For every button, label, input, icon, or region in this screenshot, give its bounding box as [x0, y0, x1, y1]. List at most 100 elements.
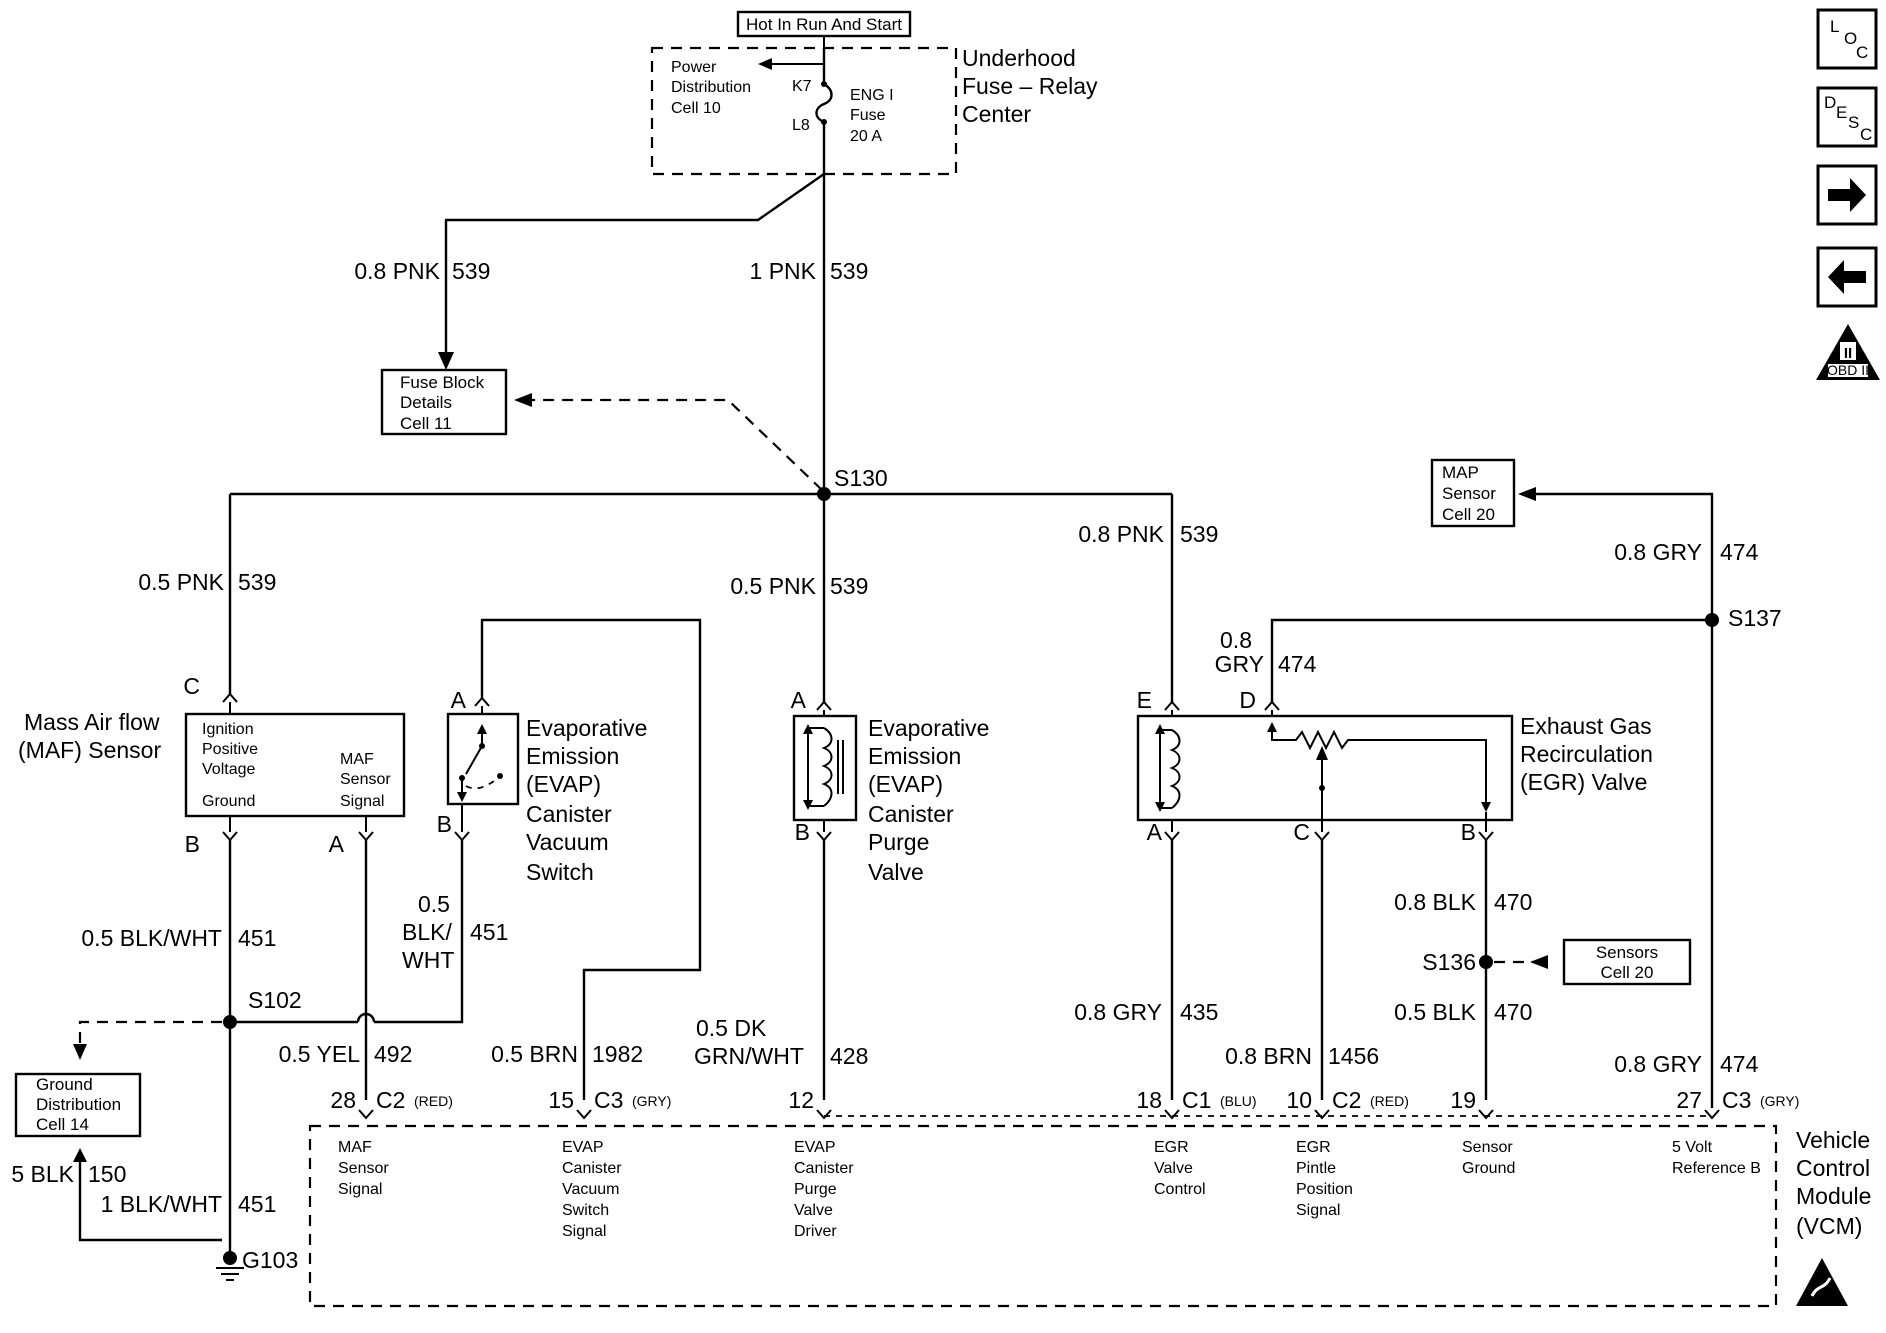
maf-pin-c: C	[183, 673, 200, 699]
vcm-pin-signal-label: Driver	[794, 1223, 837, 1240]
fuse-block-dash-arrow-icon	[514, 393, 532, 407]
eng-fuse-icon	[815, 48, 833, 174]
w-purge-size: 0.5 PNK	[730, 573, 816, 599]
w-ground-circuit: 150	[88, 1161, 126, 1187]
vac-pin-a: A	[451, 687, 467, 713]
purge-connector-a-icon	[816, 700, 832, 711]
next-button[interactable]	[1816, 164, 1878, 226]
purge-name-line2: Emission	[868, 743, 961, 769]
desc-button[interactable]: D E S C	[1816, 86, 1878, 148]
obd-ii-button[interactable]: II OBD II	[1816, 324, 1880, 380]
vcm-pin-connector: C1	[1182, 1087, 1211, 1113]
vcm-pin-connector: C3	[594, 1087, 623, 1113]
w-s136-size: 0.5 BLK	[1394, 999, 1476, 1025]
vcm-pin-signal-label: Signal	[1296, 1202, 1340, 1219]
loc-letter-o: O	[1844, 29, 1857, 48]
egr-pin-b: B	[1461, 819, 1476, 845]
w-egr-c-circuit: 1456	[1328, 1043, 1379, 1069]
w-brn-size: 0.5 BRN	[491, 1041, 578, 1067]
vac-switch-ground-wire	[374, 840, 464, 1024]
s136-label: S136	[1422, 949, 1476, 975]
w-egr-e-circuit: 539	[1180, 521, 1218, 547]
power-dist-line3: Cell 10	[671, 100, 721, 117]
w-dkgrn-size2: GRN/WHT	[694, 1043, 804, 1069]
desc-letter-d: D	[1824, 93, 1836, 112]
pin-l8: L8	[792, 117, 810, 134]
map-ref-line3: Cell 20	[1442, 505, 1495, 524]
fuse-line3: 20 A	[850, 128, 882, 145]
sensors-arrow-icon	[1530, 955, 1548, 969]
ground-dist-line2: Distribution	[36, 1095, 121, 1114]
vcm-pin-signal-label: Sensor	[338, 1160, 389, 1177]
egr-name-line3: (EGR) Valve	[1520, 769, 1647, 795]
vcm-pin-signal-label: MAF	[338, 1139, 372, 1156]
vcm-pin-color: (GRY)	[1760, 1093, 1799, 1109]
vcm-pin-signal-label: Valve	[794, 1202, 833, 1219]
egr-solenoid-icon	[1155, 724, 1181, 812]
vcm-pin-signal-label: EVAP	[562, 1139, 604, 1156]
vac-name-line3: (EVAP)	[526, 771, 601, 797]
s102-label: S102	[248, 987, 302, 1013]
w-maf-b-size: 0.5 BLK/WHT	[81, 925, 222, 951]
loc-button[interactable]: L O C	[1816, 8, 1878, 70]
s137-label: S137	[1728, 605, 1782, 631]
hot-in-run-label: Hot In Run And Start	[746, 15, 902, 34]
w-vac-b-circuit: 451	[470, 919, 508, 945]
vac-pin-b: B	[437, 811, 452, 837]
vac-name-line6: Switch	[526, 859, 594, 885]
sensors-ref[interactable]	[1562, 938, 1692, 986]
fuse-block-ref[interactable]	[380, 368, 508, 436]
w-dkgrn-size1: 0.5 DK	[696, 1015, 767, 1041]
center-line3: Center	[962, 101, 1031, 127]
vcm-pin-color: (RED)	[414, 1093, 453, 1109]
w-egr-d-size2: GRY	[1215, 651, 1264, 677]
fuse-block-line1: Fuse Block	[400, 373, 485, 392]
egr-d-feed-wire	[1270, 618, 1712, 702]
maf-inner-ground: Ground	[202, 793, 255, 810]
loc-letter-c: C	[1856, 43, 1868, 62]
w-main-top-circuit: 539	[830, 258, 868, 284]
maf-connector-b-icon	[222, 831, 238, 842]
power-dist-line2: Distribution	[671, 79, 751, 96]
desc-letter-c: C	[1860, 125, 1872, 144]
w-purge-circuit: 539	[830, 573, 868, 599]
vacuum-switch-icon	[457, 724, 503, 802]
vac-switch-signal-wire	[480, 618, 702, 1100]
ground-dist-wire	[78, 1162, 222, 1242]
vcm-pin-signal-label: Valve	[1154, 1160, 1193, 1177]
vcm-pin-connector-icon	[1478, 1109, 1494, 1120]
maf-inner-left2: Positive	[202, 741, 258, 758]
purge-name-line6: Valve	[868, 859, 924, 885]
w-egr-d-circuit: 474	[1278, 651, 1317, 677]
vcm-pin-connector: C2	[1332, 1087, 1361, 1113]
w-ground-size: 5 BLK	[11, 1161, 74, 1187]
vcm-pin-number: 15	[548, 1087, 574, 1113]
solenoid-icon	[803, 724, 844, 810]
desc-letter-e: E	[1836, 103, 1847, 122]
map-ref-line1: MAP	[1442, 463, 1479, 482]
w-maf-a-circuit: 492	[374, 1041, 412, 1067]
egr-valve-box	[1136, 714, 1514, 822]
egr-connector-c-icon	[1314, 831, 1330, 842]
egr-connector-d-icon	[1264, 700, 1280, 711]
w-vac-b-size1: 0.5	[418, 891, 450, 917]
w-vcm-ref-size: 0.8 GRY	[1614, 1051, 1702, 1077]
w-maf-a-size: 0.5 YEL	[279, 1041, 361, 1067]
map-sensor-ref[interactable]	[1430, 458, 1516, 528]
ground-dist-ref[interactable]	[14, 1072, 142, 1138]
fuse-block-line2: Details	[400, 393, 452, 412]
purge-connector-b-icon	[816, 831, 832, 842]
prev-button[interactable]	[1816, 246, 1878, 308]
sensors-line1: Sensors	[1596, 943, 1658, 962]
w-egr-c-size: 0.8 BRN	[1225, 1043, 1312, 1069]
desc-letter-s: S	[1848, 113, 1859, 132]
sensors-line2: Cell 20	[1601, 963, 1654, 982]
purge-name-line3: (EVAP)	[868, 771, 943, 797]
w-left-top-size: 0.8 PNK	[354, 258, 440, 284]
vcm-pin-connector-icon	[1314, 1109, 1330, 1120]
vcm-name-line4: (VCM)	[1796, 1213, 1862, 1239]
ground-dist-wire-arrow-icon	[73, 1148, 87, 1162]
w-maf-size: 0.5 PNK	[138, 569, 224, 595]
center-line1: Underhood	[962, 45, 1076, 71]
